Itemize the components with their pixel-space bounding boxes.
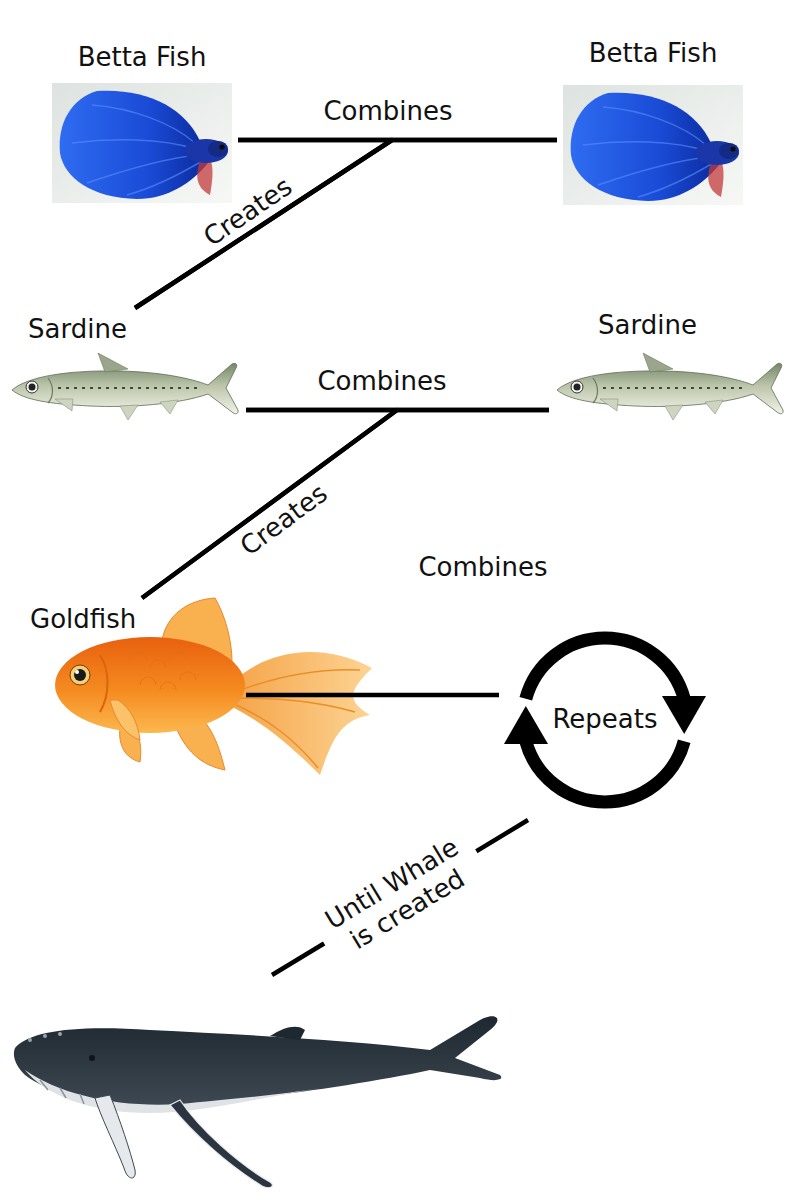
goldfish-picture	[234, 670, 360, 768]
goldfish-picture	[75, 670, 79, 674]
cycle-node: Repeats	[505, 620, 705, 820]
connector-line	[246, 693, 499, 698]
connector-label: Combines	[317, 366, 446, 397]
whale-picture	[270, 1027, 305, 1040]
cycle-arrowhead	[662, 696, 706, 734]
fish-name: Goldfish	[30, 604, 136, 635]
leader-line	[272, 820, 528, 975]
whale-picture	[43, 1034, 47, 1038]
betta-fish-picture	[563, 85, 743, 205]
goldfish-picture	[100, 655, 108, 712]
whale-picture	[58, 1032, 62, 1036]
fish-name: Repeats	[552, 704, 657, 735]
fish-name: Betta Fish	[78, 42, 207, 73]
goldfish-picture	[130, 652, 196, 690]
fish-node: Sardine	[555, 310, 785, 430]
cycle-arc	[526, 638, 684, 699]
whale-picture	[28, 1038, 32, 1042]
fish-node: Goldfish	[28, 604, 240, 776]
connector-label: Combines	[323, 96, 452, 127]
cycle-arc	[526, 741, 684, 802]
whale-picture	[14, 1016, 501, 1187]
fish-node: Sardine	[10, 314, 240, 430]
whale-picture	[170, 1100, 272, 1188]
connector-line	[135, 140, 557, 308]
sardine-picture	[12, 353, 238, 420]
whale-picture	[95, 1095, 135, 1178]
loop-condition-label: Until Whale is created	[308, 825, 491, 968]
whale-picture	[40, 1080, 103, 1108]
goldfish-picture	[225, 652, 372, 775]
fish-node: Betta Fish	[563, 38, 743, 207]
cycle-arrowhead	[504, 706, 548, 744]
betta-fish-picture	[52, 83, 232, 203]
goldfish-picture	[74, 669, 86, 681]
goldfish-picture	[110, 700, 140, 740]
fish-node: Betta Fish	[52, 42, 232, 205]
whale-picture	[89, 1055, 95, 1061]
whale-picture	[14, 1016, 501, 1106]
fish-name: Betta Fish	[589, 38, 718, 69]
connector-line	[142, 410, 549, 598]
sardine-picture	[557, 353, 783, 420]
goldfish-picture	[55, 637, 245, 733]
fish-name: Sardine	[28, 314, 127, 345]
connector-label: Combines	[418, 552, 547, 583]
goldfish-picture	[70, 665, 90, 685]
fish-name: Sardine	[598, 310, 697, 341]
